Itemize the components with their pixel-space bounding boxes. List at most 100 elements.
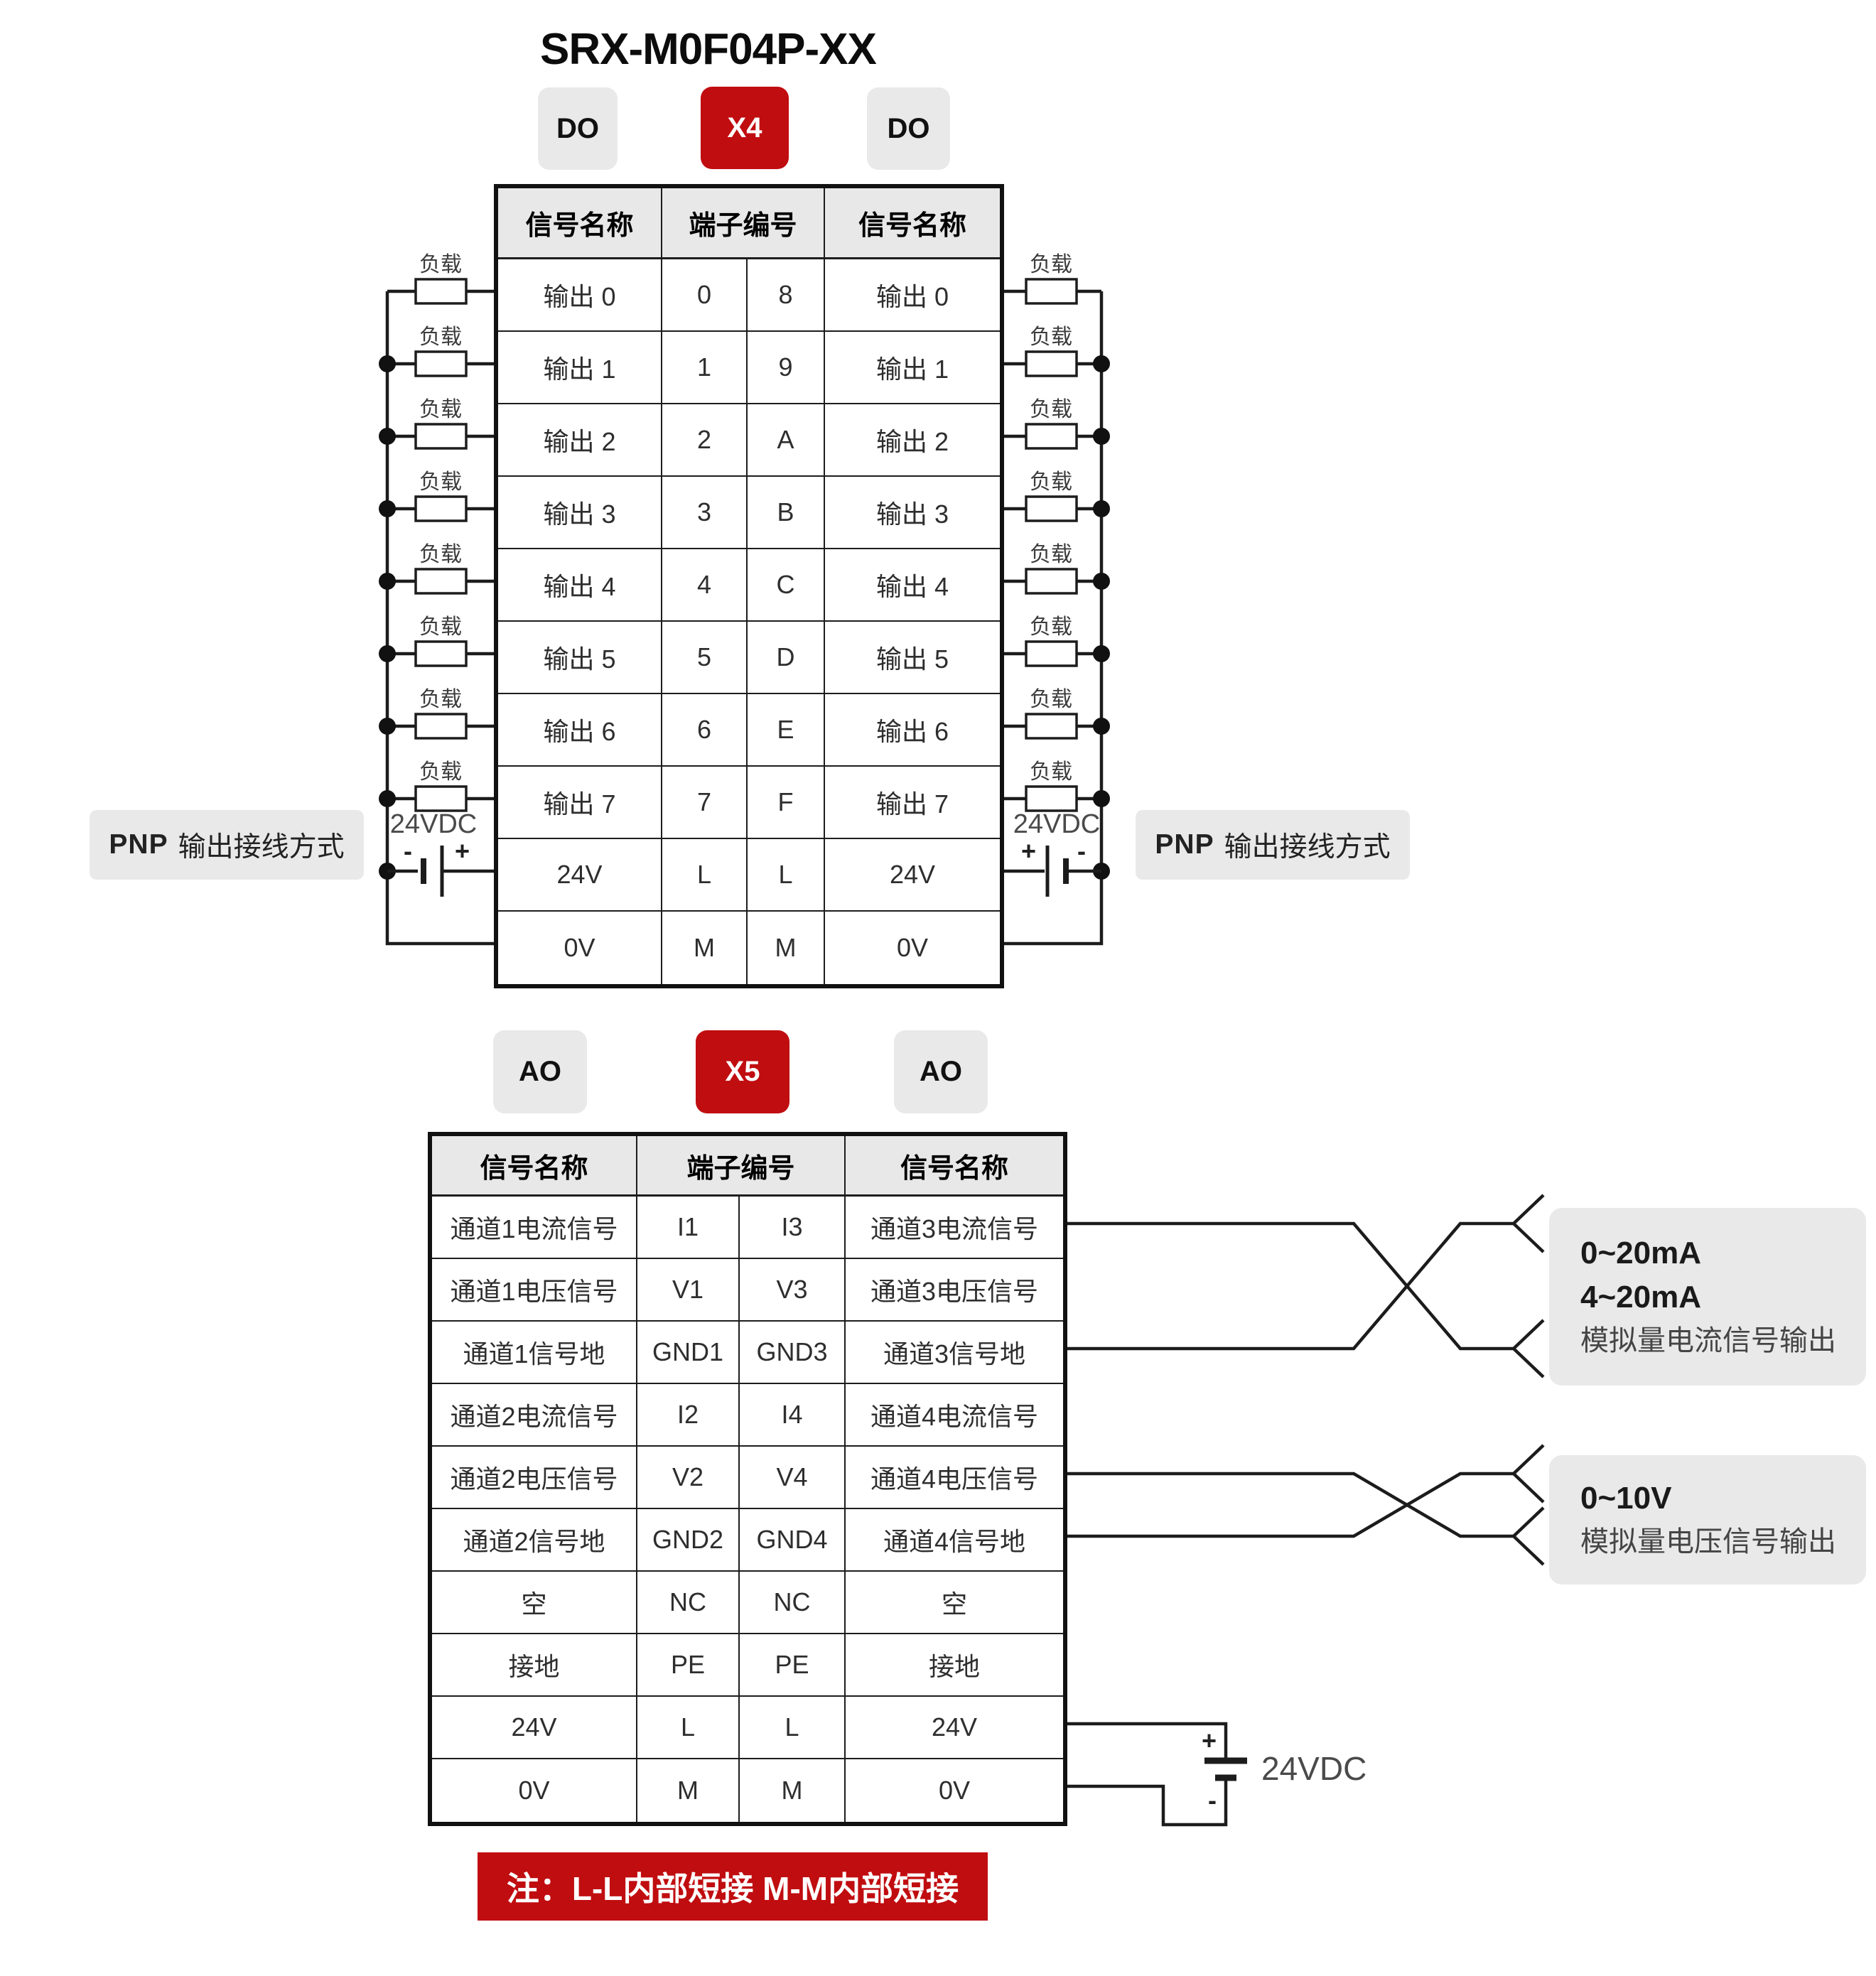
cell-signal-left: 输出 3 <box>498 477 662 549</box>
cell-terminal-a: V1 <box>637 1259 740 1322</box>
cell-terminal-a: 2 <box>662 404 748 477</box>
cell-terminal-b: C <box>748 549 825 622</box>
load-resistor <box>414 423 468 450</box>
cell-terminal-b: GND3 <box>740 1322 846 1384</box>
cell-terminal-b: PE <box>740 1634 846 1697</box>
cell-signal-right: 通道4电流信号 <box>846 1384 1063 1447</box>
cell-signal-right: 通道3信号地 <box>846 1322 1063 1384</box>
cell-signal-left: 输出 0 <box>498 259 662 332</box>
cell-terminal-b: I3 <box>740 1197 846 1259</box>
wire-arrow <box>1512 1319 1545 1350</box>
load-label: 负载 <box>419 325 462 349</box>
junction-dot <box>379 573 396 590</box>
battery-plus-sign: + <box>455 836 470 865</box>
load-resistor <box>414 278 468 305</box>
supply-voltage-label: 24VDC <box>390 809 478 839</box>
cell-terminal-b: V4 <box>740 1447 846 1509</box>
twisted-pair-wire <box>1059 1221 1514 1351</box>
cell-signal-right: 通道4信号地 <box>846 1509 1063 1572</box>
header-signal-name-left: 信号名称 <box>432 1136 637 1197</box>
cell-terminal-a: I2 <box>637 1384 740 1447</box>
load-resistor <box>414 568 468 595</box>
load-resistor <box>414 713 468 740</box>
badge-x4-do-2: DO <box>867 87 950 170</box>
load-label: 负载 <box>1030 398 1072 421</box>
load-label: 负载 <box>419 253 462 276</box>
load-label: 负载 <box>419 543 462 566</box>
annotation-caption: 模拟量电流信号输出 <box>1580 1325 1836 1357</box>
wire-arrow <box>1512 1506 1545 1538</box>
cell-signal-right: 接地 <box>846 1634 1063 1697</box>
supply-wire-negative <box>1059 1778 1228 1827</box>
badge-x4-do-0: DO <box>538 87 618 170</box>
cell-signal-right: 0V <box>846 1759 1063 1822</box>
cell-signal-left: 通道2电流信号 <box>432 1384 637 1447</box>
cell-signal-left: 0V <box>498 912 662 984</box>
badge-x5-ao-0: AO <box>493 1030 587 1113</box>
battery-minus-sign: - <box>404 836 412 865</box>
cell-signal-right: 输出 6 <box>825 694 1000 767</box>
junction-dot <box>1093 645 1110 662</box>
junction-dot <box>379 645 396 662</box>
wire-arrow <box>1512 1444 1545 1475</box>
cell-signal-right: 输出 0 <box>825 259 1000 332</box>
cell-signal-left: 输出 1 <box>498 332 662 404</box>
cell-terminal-b: A <box>748 404 825 477</box>
cell-terminal-b: B <box>748 477 825 549</box>
cell-signal-left: 24V <box>432 1697 637 1759</box>
cell-signal-right: 24V <box>846 1697 1063 1759</box>
cell-signal-right: 输出 2 <box>825 404 1000 477</box>
battery-plus-sign: + <box>1021 836 1036 865</box>
cell-signal-right: 空 <box>846 1572 1063 1634</box>
badge-x5-ao-2: AO <box>894 1030 988 1113</box>
junction-dot <box>1093 355 1110 372</box>
cell-terminal-a: GND2 <box>637 1509 740 1572</box>
load-label: 负载 <box>419 688 462 711</box>
load-resistor <box>1025 495 1078 522</box>
load-resistor <box>1025 278 1078 305</box>
load-resistor <box>414 495 468 522</box>
wire-arrow <box>1512 1535 1545 1566</box>
header-terminal-number: 端子编号 <box>637 1136 846 1197</box>
annotation-range: 0~10V <box>1580 1480 1672 1516</box>
cell-terminal-b: F <box>748 767 825 839</box>
cell-terminal-a: GND1 <box>637 1322 740 1384</box>
load-label: 负载 <box>1030 253 1072 276</box>
battery-plus-sign: + <box>1202 1726 1217 1755</box>
cell-terminal-a: L <box>662 839 748 912</box>
wire-arrow <box>1512 1194 1545 1225</box>
battery-minus-sign: - <box>1208 1786 1217 1815</box>
badge-x5-x5-1: X5 <box>696 1030 789 1113</box>
cell-signal-left: 输出 2 <box>498 404 662 477</box>
load-label: 负载 <box>1030 543 1072 566</box>
pnp-wiring-label-left: PNP 输出接线方式 <box>90 810 364 880</box>
annotation-caption: 模拟量电压信号输出 <box>1580 1526 1836 1558</box>
header-signal-name-right: 信号名称 <box>825 188 1000 259</box>
pnp-label-bold: PNP <box>1155 829 1214 860</box>
junction-dot <box>379 790 396 807</box>
cell-signal-left: 输出 7 <box>498 767 662 839</box>
junction-dot <box>1093 790 1110 807</box>
junction-dot <box>1093 573 1110 590</box>
load-resistor <box>414 785 468 812</box>
cell-signal-right: 输出 4 <box>825 549 1000 622</box>
cell-terminal-a: 4 <box>662 549 748 622</box>
load-label: 负载 <box>419 760 462 784</box>
badge-x4-x4-1: X4 <box>701 87 789 169</box>
cell-terminal-a: 5 <box>662 622 748 694</box>
page-title: SRX-M0F04P-XX <box>540 25 877 74</box>
analog-voltage-output-note: 0~10V 模拟量电压信号输出 <box>1549 1455 1866 1584</box>
supply-voltage-label: 24VDC <box>1013 809 1101 839</box>
cell-terminal-a: M <box>662 912 748 984</box>
wire-arrow <box>1512 1347 1545 1378</box>
cell-signal-right: 输出 7 <box>825 767 1000 839</box>
cell-signal-right: 通道3电压信号 <box>846 1259 1063 1322</box>
load-label: 负载 <box>419 615 462 639</box>
cell-terminal-a: 1 <box>662 332 748 404</box>
load-label: 负载 <box>1030 688 1072 711</box>
cell-terminal-a: 0 <box>662 259 748 332</box>
cell-terminal-b: NC <box>740 1572 846 1634</box>
annotation-range: 0~20mA <box>1580 1235 1702 1270</box>
